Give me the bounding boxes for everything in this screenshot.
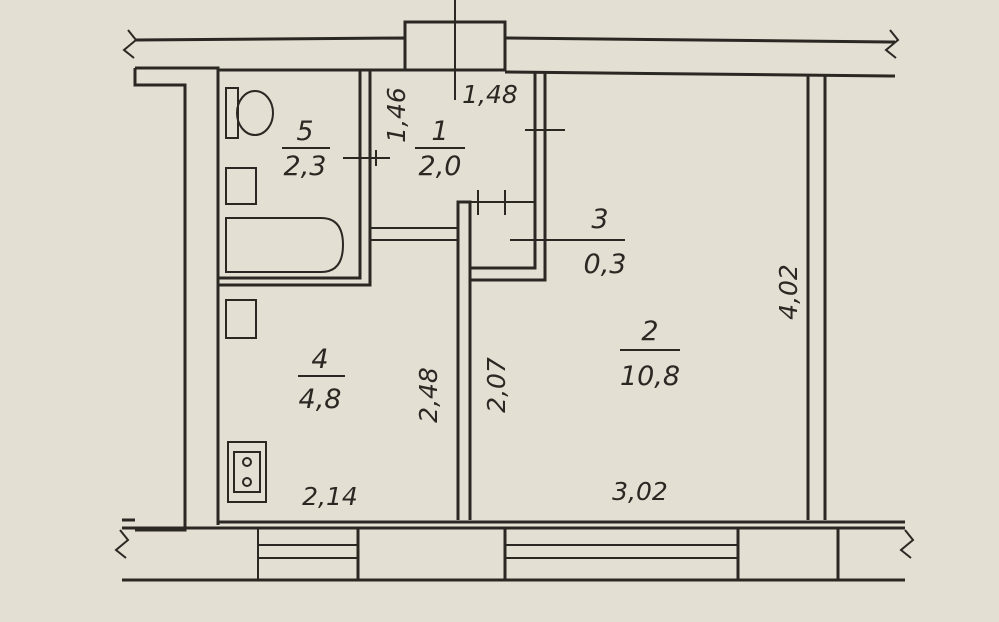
svg-text:2: 2 bbox=[641, 316, 658, 347]
room-label-4: 4 4,8 bbox=[298, 344, 345, 415]
svg-text:2,0: 2,0 bbox=[419, 151, 462, 182]
dim-bath-width: 1,46 bbox=[382, 87, 411, 143]
svg-text:2,3: 2,3 bbox=[284, 151, 327, 182]
fixtures bbox=[225, 87, 345, 503]
room-label-2: 2 10,8 bbox=[620, 316, 680, 392]
dim-partition-length: 2,07 bbox=[482, 357, 511, 413]
stove-icon bbox=[227, 441, 267, 503]
dim-room-width: 3,02 bbox=[612, 477, 668, 506]
dim-hall-width: 1,48 bbox=[462, 80, 518, 109]
svg-text:0,3: 0,3 bbox=[584, 249, 627, 280]
svg-text:10,8: 10,8 bbox=[620, 361, 680, 392]
room-label-3: 3 0,3 bbox=[510, 204, 626, 280]
room-label-5: 5 2,3 bbox=[282, 116, 330, 182]
svg-text:4: 4 bbox=[311, 344, 328, 375]
partitions bbox=[218, 70, 565, 520]
room-label-1: 1 2,0 bbox=[415, 116, 465, 182]
svg-text:5: 5 bbox=[296, 116, 313, 147]
svg-text:4,8: 4,8 bbox=[299, 384, 342, 415]
sink-icon bbox=[225, 167, 257, 205]
dim-room-depth: 4,02 bbox=[774, 264, 803, 320]
kitchen-sink-icon bbox=[225, 299, 257, 339]
svg-text:1: 1 bbox=[431, 116, 448, 147]
dim-kitchen-depth: 2,48 bbox=[414, 367, 443, 423]
bottom-wall bbox=[114, 520, 915, 582]
right-wall bbox=[806, 74, 827, 520]
left-wall bbox=[122, 68, 220, 532]
top-wall bbox=[122, 0, 900, 100]
dim-kitchen-width: 2,14 bbox=[302, 482, 358, 511]
toilet-icon bbox=[225, 87, 274, 139]
svg-text:3: 3 bbox=[591, 204, 608, 235]
bathtub-icon bbox=[225, 217, 345, 273]
